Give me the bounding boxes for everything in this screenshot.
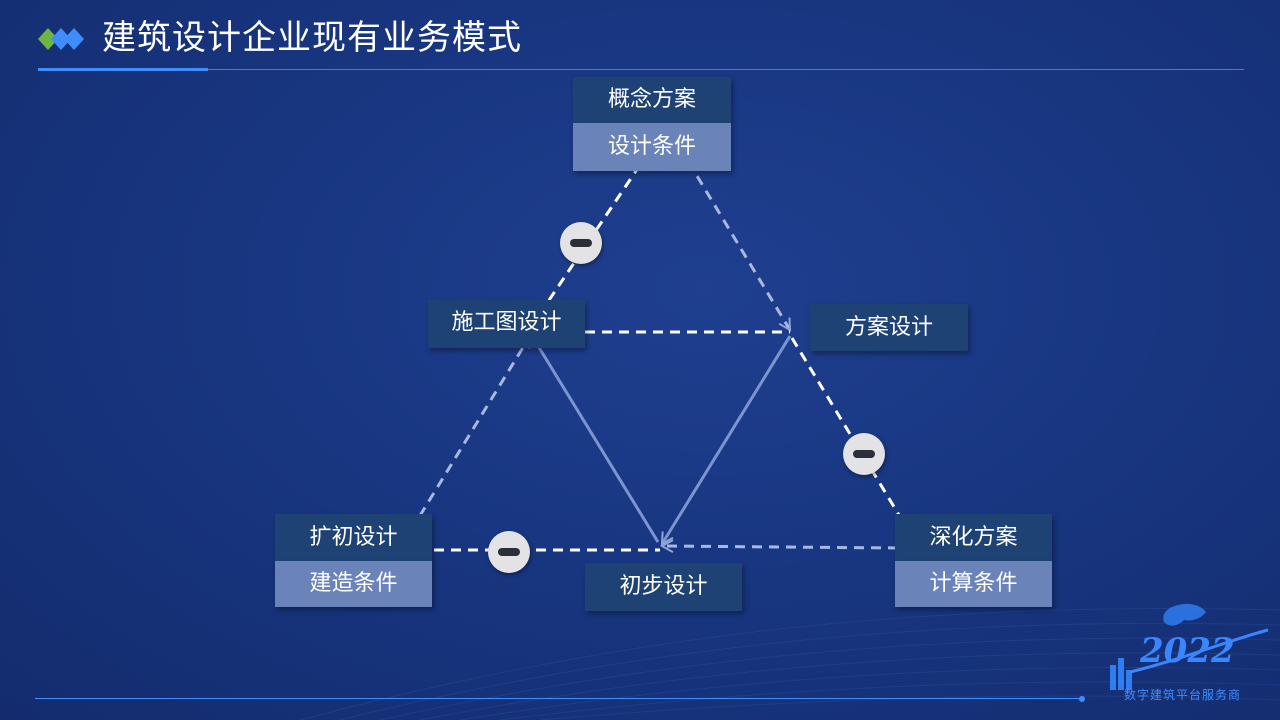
footer-dot-icon <box>1078 695 1086 703</box>
footer-divider <box>35 698 1081 699</box>
edge-center-to-upper-left <box>532 336 658 542</box>
node-construction-conditions: 建造条件 <box>275 561 432 607</box>
edge-upper-right-to-center <box>662 336 790 544</box>
node-design-conditions: 设计条件 <box>573 123 731 171</box>
minus-icon <box>488 531 530 573</box>
node-scheme-design: 方案设计 <box>810 304 968 351</box>
node-calculation-conditions: 计算条件 <box>895 561 1052 607</box>
node-extended-preliminary-design: 扩初设计 <box>275 514 432 561</box>
brand-text: 数字建筑平台服务商 <box>1124 686 1241 703</box>
node-construction-drawing-design: 施工图设计 <box>428 300 585 348</box>
edge-bottom-right-to-center <box>662 546 898 548</box>
minus-icon <box>843 433 885 475</box>
year-logo: 2022 <box>1110 600 1270 690</box>
node-concept-scheme: 概念方案 <box>573 77 731 123</box>
edge-upper-right-to-bottom-right <box>792 338 905 525</box>
node-preliminary-design: 初步设计 <box>585 563 742 611</box>
node-deepened-scheme: 深化方案 <box>895 514 1052 561</box>
minus-icon <box>560 222 602 264</box>
